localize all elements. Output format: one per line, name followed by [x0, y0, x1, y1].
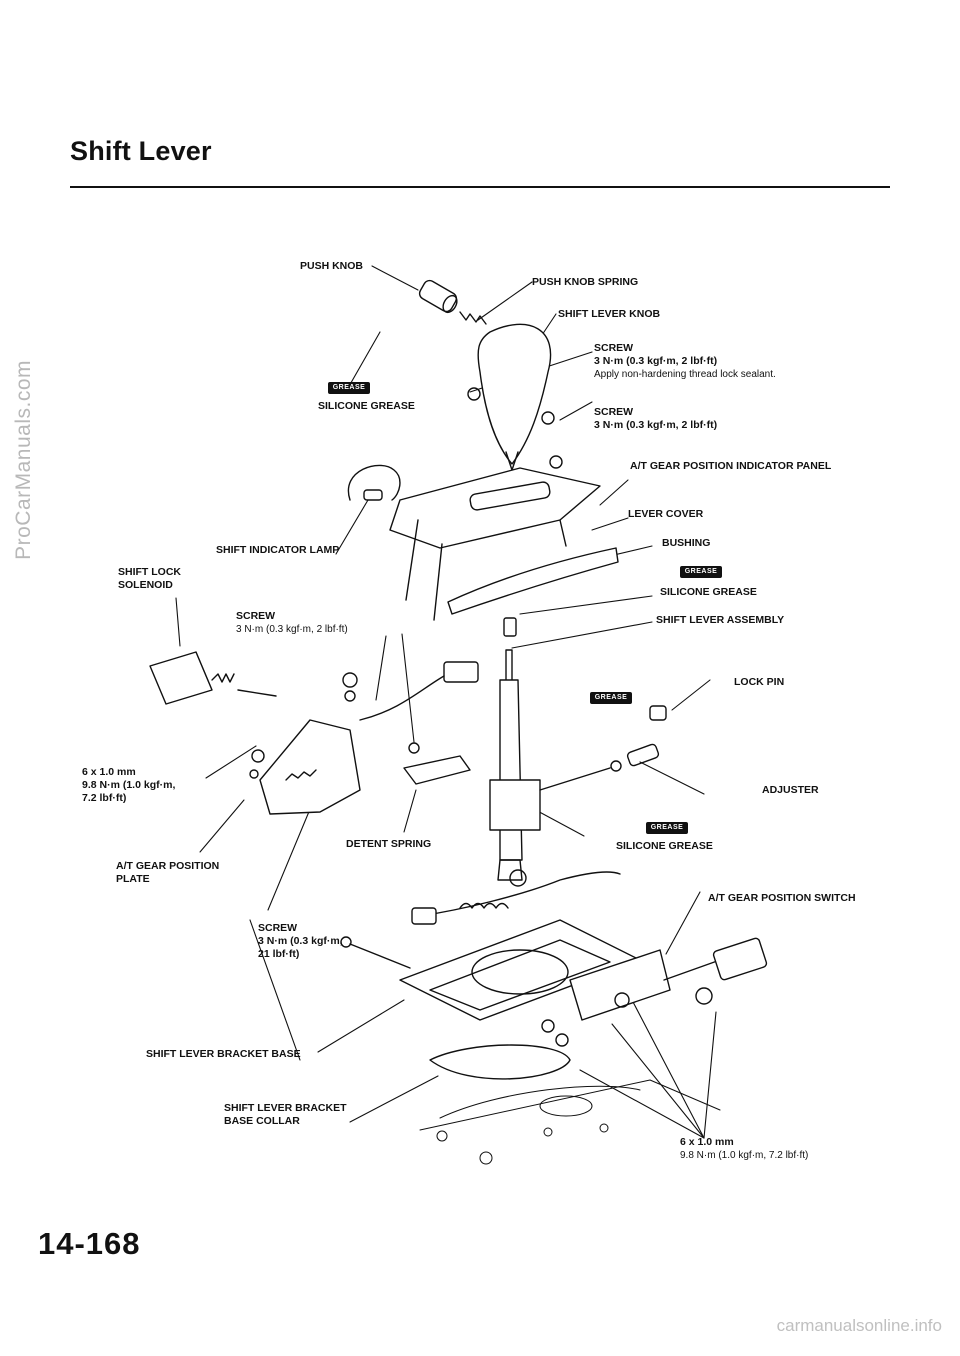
label-bolt-1-size: 6 x 1.0 mm — [82, 766, 136, 778]
label-bushing: BUSHING — [662, 537, 711, 549]
label-shift-lock-solenoid-1: SHIFT LOCK — [118, 566, 181, 578]
label-shift-lock-solenoid: SHIFT LOCK SOLENOID — [118, 566, 181, 592]
label-detent-spring: DETENT SPRING — [346, 838, 432, 850]
label-indicator-panel: A/T GEAR POSITION INDICATOR PANEL — [630, 460, 832, 472]
label-gear-position-plate: A/T GEAR POSITION PLATE — [116, 860, 219, 886]
grease-badge-icon: GREASE — [328, 382, 370, 394]
grease-badge-icon: GREASE — [680, 566, 722, 578]
label-screw-solenoid: SCREW 3 N·m (0.3 kgf·m, 2 lbf·ft) — [236, 610, 348, 636]
label-screw-panel: SCREW 3 N·m (0.3 kgf·m, 2 lbf·ft) — [594, 406, 717, 432]
shift-lever-knob-part — [467, 323, 555, 471]
indicator-lamp-part — [347, 464, 401, 501]
label-shift-lever-knob: SHIFT LEVER KNOB — [558, 308, 661, 320]
connector-part — [359, 661, 479, 721]
label-push-knob-spring: PUSH KNOB SPRING — [532, 276, 639, 288]
label-shift-lever-assembly: SHIFT LEVER ASSEMBLY — [656, 614, 785, 626]
label-screw-knob-note: Apply non-hardening thread lock sealant. — [594, 369, 776, 380]
shift-lock-solenoid-part — [149, 651, 358, 705]
label-bolt-2-torque: 9.8 N·m (1.0 kgf·m, 7.2 lbf·ft) — [680, 1150, 809, 1161]
shift-lever-assembly-part — [489, 649, 541, 887]
push-knob-part — [418, 279, 458, 314]
label-gear-position-plate-2: PLATE — [116, 873, 150, 885]
label-screw-plate: SCREW 3 N·m (0.3 kgf·m, 21 lbf·ft) — [258, 922, 343, 961]
adjuster-part — [539, 743, 660, 791]
label-screw-panel-torque: 3 N·m (0.3 kgf·m, 2 lbf·ft) — [594, 419, 718, 431]
label-position-switch: A/T GEAR POSITION SWITCH — [708, 892, 856, 904]
label-bracket-collar-2: BASE COLLAR — [224, 1115, 300, 1127]
label-lock-pin: LOCK PIN — [734, 676, 785, 688]
label-screw-plate-torque-b: 21 lbf·ft) — [258, 948, 300, 960]
label-screw-plate-title: SCREW — [258, 922, 298, 934]
lock-pin-part — [649, 705, 667, 721]
label-screw-solenoid-title: SCREW — [236, 610, 276, 622]
label-silicone-grease-1: SILICONE GREASE — [318, 400, 415, 412]
label-screw-solenoid-torque: 3 N·m (0.3 kgf·m, 2 lbf·ft) — [236, 624, 348, 635]
bracket-collar-part — [429, 992, 630, 1080]
label-lever-cover: LEVER COVER — [628, 508, 704, 520]
title-rule — [70, 186, 890, 188]
wire-harness-part — [411, 871, 621, 925]
label-silicone-grease-3: SILICONE GREASE — [616, 840, 713, 852]
push-knob-spring-part — [459, 311, 487, 325]
label-shift-indicator-lamp: SHIFT INDICATOR LAMP — [216, 544, 340, 556]
label-bracket-base: SHIFT LEVER BRACKET BASE — [146, 1048, 301, 1060]
position-switch-part — [569, 937, 768, 1021]
label-bolt-1-torque-a: 9.8 N·m (1.0 kgf·m, — [82, 779, 176, 791]
label-bolt-1-torque-b: 7.2 lbf·ft) — [82, 792, 127, 804]
label-screw-plate-torque-a: 3 N·m (0.3 kgf·m, — [258, 935, 343, 947]
label-screw-knob: SCREW 3 N·m (0.3 kgf·m, 2 lbf·ft) Apply … — [594, 342, 776, 381]
label-bracket-collar: SHIFT LEVER BRACKET BASE COLLAR — [224, 1102, 347, 1128]
page-number: 14-168 — [38, 1226, 141, 1261]
label-silicone-grease-2: SILICONE GREASE — [660, 586, 757, 598]
bushing-part — [503, 617, 517, 637]
lever-cover-part — [447, 547, 619, 615]
grease-badge-icon: GREASE — [590, 692, 632, 704]
label-bolt-2: 6 x 1.0 mm 9.8 N·m (1.0 kgf·m, 7.2 lbf·f… — [680, 1136, 808, 1162]
label-bolt-2-size: 6 x 1.0 mm — [680, 1136, 734, 1148]
leader-lines — [175, 265, 717, 1139]
label-push-knob: PUSH KNOB — [300, 260, 364, 272]
indicator-panel-part — [389, 455, 601, 621]
bottom-watermark: carmanualsonline.info — [776, 1316, 942, 1335]
label-bracket-collar-1: SHIFT LEVER BRACKET — [224, 1102, 347, 1114]
label-screw-panel-title: SCREW — [594, 406, 634, 418]
label-shift-lock-solenoid-2: SOLENOID — [118, 579, 173, 591]
page-title: Shift Lever — [70, 136, 212, 166]
label-bolt-1: 6 x 1.0 mm 9.8 N·m (1.0 kgf·m, 7.2 lbf·f… — [82, 766, 175, 805]
detent-spring-part — [403, 742, 471, 785]
label-adjuster: ADJUSTER — [762, 784, 819, 796]
label-screw-knob-title: SCREW — [594, 342, 634, 354]
gear-position-plate-part — [249, 719, 361, 815]
grease-badge-icon: GREASE — [646, 822, 688, 834]
label-screw-knob-torque: 3 N·m (0.3 kgf·m, 2 lbf·ft) — [594, 355, 718, 367]
label-gear-position-plate-1: A/T GEAR POSITION — [116, 860, 220, 872]
floor-panel-part — [419, 1079, 721, 1165]
